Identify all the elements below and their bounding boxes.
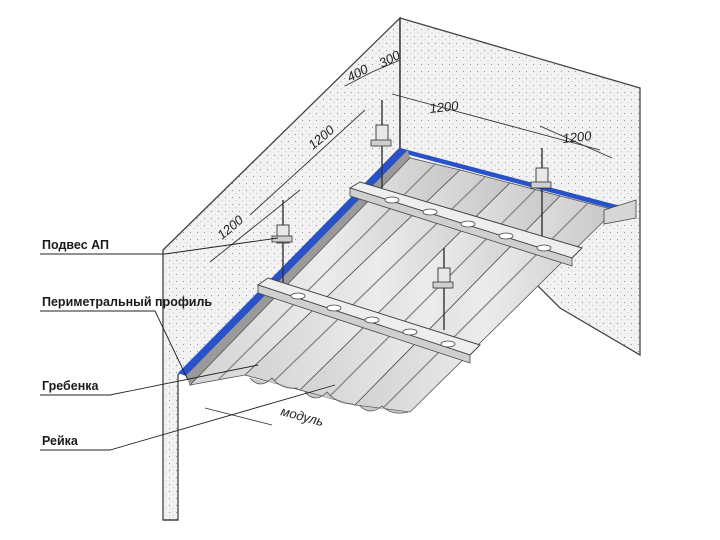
leader-slat	[40, 384, 336, 451]
hangers	[271, 100, 552, 330]
comb-slot	[422, 208, 438, 216]
leader-comb	[40, 364, 259, 396]
perimeter-profile	[178, 148, 636, 386]
comb-slot	[440, 340, 456, 348]
back-wall-rail	[603, 199, 637, 225]
hanger	[432, 248, 454, 330]
dim-1200-right: 1200	[562, 128, 593, 146]
leader-perimeter-profile	[40, 310, 189, 381]
slat-end	[304, 391, 354, 405]
dim-1200-back: 1200	[429, 98, 460, 116]
label-hanger: Подвес АП	[42, 238, 109, 252]
dimension-lines	[204, 59, 613, 426]
comb-slot	[498, 232, 514, 240]
comb-slot	[460, 220, 476, 228]
comb-slot	[402, 328, 418, 336]
slat-end	[249, 377, 299, 389]
comb-slot	[384, 196, 400, 204]
slat-end	[359, 405, 409, 414]
comb-slot	[536, 244, 552, 252]
comb-slot	[290, 292, 306, 300]
leader-lines	[40, 237, 336, 451]
label-slat: Рейка	[42, 434, 79, 448]
label-comb: Гребенка	[42, 379, 100, 393]
hanger	[370, 100, 392, 188]
label-perimeter-profile: Периметральный профиль	[42, 295, 212, 309]
leader-hanger	[40, 237, 279, 255]
comb-back-underside	[349, 187, 573, 267]
slat-groove	[381, 202, 589, 410]
hanger	[530, 148, 552, 236]
dim-module: модуль	[279, 403, 325, 429]
comb-front-underside	[257, 284, 471, 364]
comb-rails	[256, 181, 637, 364]
comb-slot	[326, 304, 342, 312]
comb-slot	[364, 316, 380, 324]
